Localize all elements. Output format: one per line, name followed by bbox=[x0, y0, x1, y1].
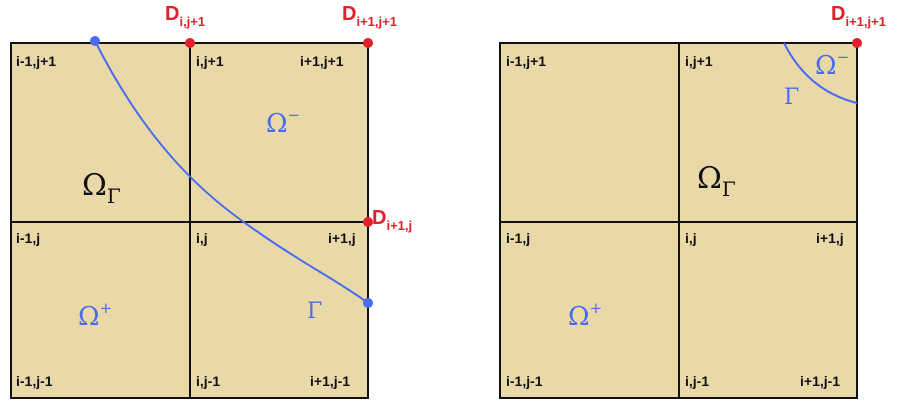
cell-label: i-1,j+1 bbox=[506, 53, 546, 69]
node-label-top-right: Di+1,j+1 bbox=[342, 3, 397, 29]
interface-label-gamma: Γ bbox=[307, 299, 322, 324]
right-panel: i-1,j+1 i,j+1 i-1,j i,j i+1,j i-1,j-1 i,… bbox=[499, 3, 886, 399]
cell-label: i+1,j-1 bbox=[310, 373, 350, 389]
cell-label: i-1,j bbox=[16, 230, 40, 246]
node-top-right bbox=[363, 38, 373, 48]
node-label-top-mid: Di,j+1 bbox=[165, 3, 205, 29]
cell-label: i+1,j bbox=[328, 230, 356, 246]
node-mid-right bbox=[363, 217, 373, 227]
cell-label: i+1,j-1 bbox=[800, 373, 840, 389]
cell-label: i-1,j-1 bbox=[506, 373, 543, 389]
cell-label: i,j-1 bbox=[685, 373, 709, 389]
cell-label: i-1,j bbox=[506, 230, 530, 246]
node-top-mid bbox=[185, 38, 195, 48]
cell-label: i,j bbox=[685, 230, 697, 246]
region-label-omega-gamma: ΩΓ bbox=[82, 168, 121, 208]
node-top-right bbox=[852, 38, 862, 48]
cell-label: i+1,j+1 bbox=[300, 53, 344, 69]
cell-label: i+1,j bbox=[816, 230, 844, 246]
curve-endpoint-bottom bbox=[363, 298, 373, 308]
node-label-mid-right: Di+1,j bbox=[372, 207, 412, 233]
region-label-omega-plus: Ω+ bbox=[568, 299, 602, 332]
region-label-omega-minus: Ω− bbox=[266, 106, 300, 139]
cell-label: i,j-1 bbox=[196, 373, 220, 389]
interface-label-gamma: Γ bbox=[784, 85, 799, 110]
cell-label: i-1,j+1 bbox=[16, 53, 56, 69]
region-label-omega-plus: Ω+ bbox=[78, 299, 112, 332]
left-panel: i-1,j+1 i,j+1 i+1,j+1 i-1,j i,j i+1,j i-… bbox=[10, 3, 412, 399]
interface-curve bbox=[783, 42, 858, 104]
node-label-top-right: Di+1,j+1 bbox=[831, 3, 886, 29]
cell-label: i,j+1 bbox=[685, 53, 713, 69]
cell-label: i,j+1 bbox=[196, 53, 224, 69]
cell-label: i,j bbox=[196, 230, 208, 246]
cell-label: i-1,j-1 bbox=[16, 373, 53, 389]
region-label-omega-gamma: ΩΓ bbox=[697, 161, 736, 201]
curve-endpoint-top bbox=[90, 36, 100, 46]
interface-curve bbox=[94, 40, 369, 304]
region-label-omega-minus: Ω− bbox=[815, 48, 849, 81]
